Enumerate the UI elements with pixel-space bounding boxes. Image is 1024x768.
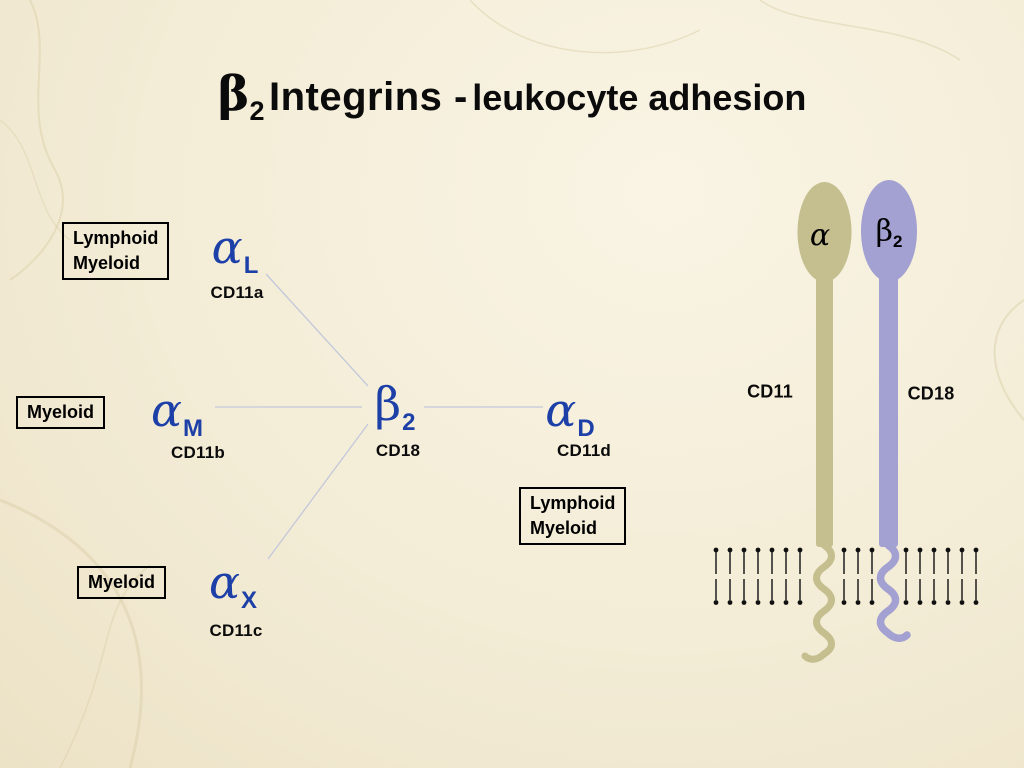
cd-label-alpha-L: CD11a [210,283,264,302]
alpha-chain-graphic [797,182,852,663]
expression-line: Lymphoid [73,228,159,248]
expression-box-alpha-L: Lymphoid Myeloid [62,222,170,280]
cd-label-alpha-D: CD11d [557,441,611,460]
title-subtitle-text: leukocyte adhesion [472,77,807,118]
node-alpha-X: αX [209,559,257,613]
expression-line: Myeloid [530,517,598,538]
beta-chain-graphic [861,180,917,642]
expression-line: Myeloid [88,572,156,592]
alpha-X-subscript: X [241,587,258,614]
alpha-M-subscript: M [183,415,204,442]
beta-2-symbol: β [374,377,402,431]
node-alpha-M: αM [151,387,203,441]
expression-line: Myeloid [27,402,95,422]
connector-beta2-alphaL [265,273,369,387]
alpha-X-symbol: α [208,555,241,609]
expression-box-alpha-M: Myeloid [16,396,106,429]
beta-head-symbol: β [875,214,893,249]
cd-label-alpha-M: CD11b [171,443,225,462]
expression-line: Lymphoid [530,493,616,513]
cd11-structure-label: CD11 [747,381,793,402]
cd18-structure-label: CD18 [907,383,955,404]
node-alpha-L: αL [212,224,259,278]
alpha-head-symbol: α [809,218,831,253]
expression-line: Myeloid [73,252,141,273]
alpha-M-symbol: α [150,383,183,437]
alpha-head-label: α [810,221,830,251]
title-main-text: Integrins - [268,75,468,119]
cd-label-beta-2: CD18 [375,441,421,460]
expression-box-alpha-X: Myeloid [77,566,167,599]
alpha-chain-head [797,182,852,282]
alpha-chain-tail-squiggle [801,541,835,663]
title-beta-subscript: 2 [249,96,265,126]
expression-box-alpha-D: Lymphoid Myeloid [519,487,627,545]
alpha-D-symbol: α [545,383,577,437]
slide-title: β2 Integrins - leukocyte adhesion [0,66,1024,126]
beta-2-subscript: 2 [402,409,416,436]
title-beta-symbol: β [217,66,250,122]
beta-chain-tail-squiggle [876,541,911,642]
beta-chain-head [861,180,917,282]
connector-lines [215,273,543,560]
node-alpha-D: αD [545,387,594,441]
beta-chain-stalk [879,262,898,547]
beta-head-label: β2 [875,214,903,251]
beta-head-subscript: 2 [892,232,903,251]
node-beta-2: β2 [375,381,416,435]
alpha-D-subscript: D [577,415,595,442]
alpha-L-symbol: α [211,220,243,274]
cd-label-alpha-X: CD11c [209,621,263,640]
alpha-L-subscript: L [243,252,259,279]
connector-beta2-alphaX [267,423,369,560]
membrane-bilayer [713,547,979,605]
alpha-chain-stalk [816,262,833,547]
